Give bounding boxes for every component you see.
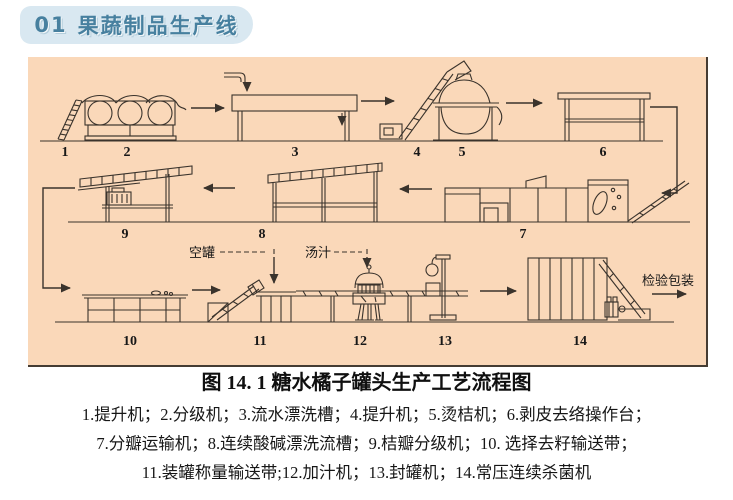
legend-line-1: 1.提升机；2.分级机；3.流水漂洗槽；4.提升机；5.烫桔机；6.剥皮去络操作… (81, 405, 652, 424)
machine-number-11: 11 (253, 334, 266, 349)
machine-12-juice-filler (352, 264, 386, 321)
machine-1-elevator (57, 99, 83, 141)
section-title: 果蔬制品生产线 (77, 14, 239, 38)
machine-number-12: 12 (353, 334, 367, 349)
empty-can-label: 空罐 (189, 245, 215, 260)
inspection-packing-label: 检验包装 (642, 273, 694, 288)
machine-4-elevator (379, 60, 472, 141)
machine-13-can-seamer (425, 254, 457, 321)
machine-number-2: 2 (124, 145, 131, 160)
machine-2-grader (81, 94, 187, 141)
machine-number-9: 9 (122, 227, 129, 242)
figure-legend: 1.提升机；2.分级机；3.流水漂洗槽；4.提升机；5.烫桔机；6.剥皮去络操作… (0, 400, 733, 487)
machine-number-8: 8 (259, 227, 266, 242)
machine-11-filling-conveyor (207, 279, 296, 323)
juice-label: 汤汁 (305, 245, 331, 260)
machine-number-1: 1 (62, 145, 69, 160)
empty-can-feed: 空罐 (189, 245, 279, 284)
machine-number-7: 7 (520, 227, 527, 242)
machine-6-peeling-table (557, 92, 651, 141)
process-flow-diagram: 空罐 汤汁 检验包装 1 2 3 4 5 6 7 8 9 10 11 12 13… (28, 57, 708, 367)
section-number: 01 (34, 13, 68, 37)
machine-14-sterilizer (527, 257, 651, 321)
machine-numbers: 1 2 3 4 5 6 7 8 9 10 11 12 13 14 (62, 145, 607, 349)
legend-line-2: 7.分瓣运输机；8.连续酸碱漂洗流槽；9.桔瓣分级机；10. 选择去籽输送带； (96, 434, 637, 453)
machine-9-segment-grader (77, 165, 193, 222)
flow-diagram-canvas: 空罐 汤汁 检验包装 1 2 3 4 5 6 7 8 9 10 11 12 13… (40, 60, 694, 349)
flow-arrows (42, 96, 687, 299)
legend-line-3: 11.装罐称量输送带;12.加汁机；13.封罐机；14.常压连续杀菌机 (141, 463, 592, 482)
machine-number-13: 13 (438, 334, 452, 349)
machine-3-rinse-tank (224, 72, 358, 141)
machine-7-segment-conveyor (444, 175, 690, 224)
machine-number-3: 3 (292, 145, 299, 160)
section-badge: 01 果蔬制品生产线 (20, 6, 253, 44)
machine-5-scalding-kettle (433, 73, 503, 141)
machine-8-rinse-flume (267, 162, 383, 222)
machine-number-5: 5 (459, 145, 466, 160)
figure-caption: 图 14. 1 糖水橘子罐头生产工艺流程图 (201, 372, 532, 394)
machine-number-4: 4 (414, 145, 421, 160)
machine-10-sorting-belt (82, 290, 188, 322)
machine-number-10: 10 (123, 334, 137, 349)
machine-number-14: 14 (573, 334, 587, 349)
ground-lines (40, 140, 690, 323)
juice-feed: 汤汁 (305, 245, 372, 268)
machine-number-6: 6 (600, 145, 607, 160)
